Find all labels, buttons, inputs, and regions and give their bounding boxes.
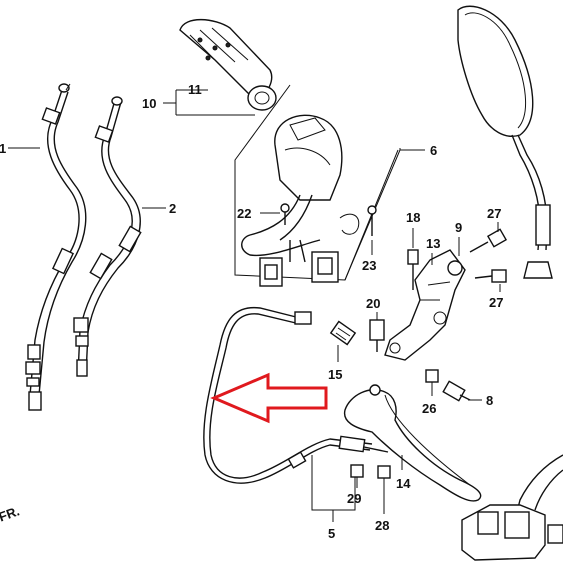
label-1: 1 (0, 141, 6, 156)
clutch-lever-14 (343, 384, 482, 502)
throttle-grip (179, 18, 277, 111)
pivot-bolt-8 (442, 380, 471, 402)
label-14: 14 (396, 476, 411, 491)
switch-20 (369, 319, 385, 352)
label-13: 13 (426, 236, 440, 251)
bolt-27-lower (474, 269, 507, 283)
throttle-cable-1 (25, 83, 87, 411)
label-10: 10 (142, 96, 156, 111)
highlight-arrow (210, 372, 328, 424)
nut-26 (425, 369, 439, 383)
label-2: 2 (169, 201, 176, 216)
connector-partial (461, 454, 563, 561)
nut-29 (350, 464, 364, 478)
corner-label: FR. (0, 503, 21, 524)
label-23: 23 (362, 258, 376, 273)
label-29: 29 (347, 491, 361, 506)
throttle-cable-2 (73, 96, 142, 377)
nut-28 (377, 465, 391, 479)
label-20: 20 (366, 296, 380, 311)
label-22: 22 (237, 206, 251, 221)
label-26: 26 (422, 401, 436, 416)
switch-housing-group (234, 84, 425, 287)
label-15: 15 (328, 367, 342, 382)
label-8: 8 (486, 393, 493, 408)
label-9: 9 (455, 220, 462, 235)
label-27-upper: 27 (487, 206, 501, 221)
bolt-18 (407, 249, 419, 290)
label-5: 5 (328, 526, 335, 541)
label-27-lower: 27 (489, 295, 503, 310)
screw-15 (329, 320, 357, 346)
clutch-cable-5 (203, 306, 389, 484)
bolt-27-upper (469, 228, 508, 253)
label-11: 11 (188, 82, 202, 97)
lever-bracket (384, 249, 466, 361)
label-28: 28 (375, 518, 389, 533)
label-6: 6 (430, 143, 437, 158)
label-18: 18 (406, 210, 420, 225)
mirror (457, 5, 553, 279)
